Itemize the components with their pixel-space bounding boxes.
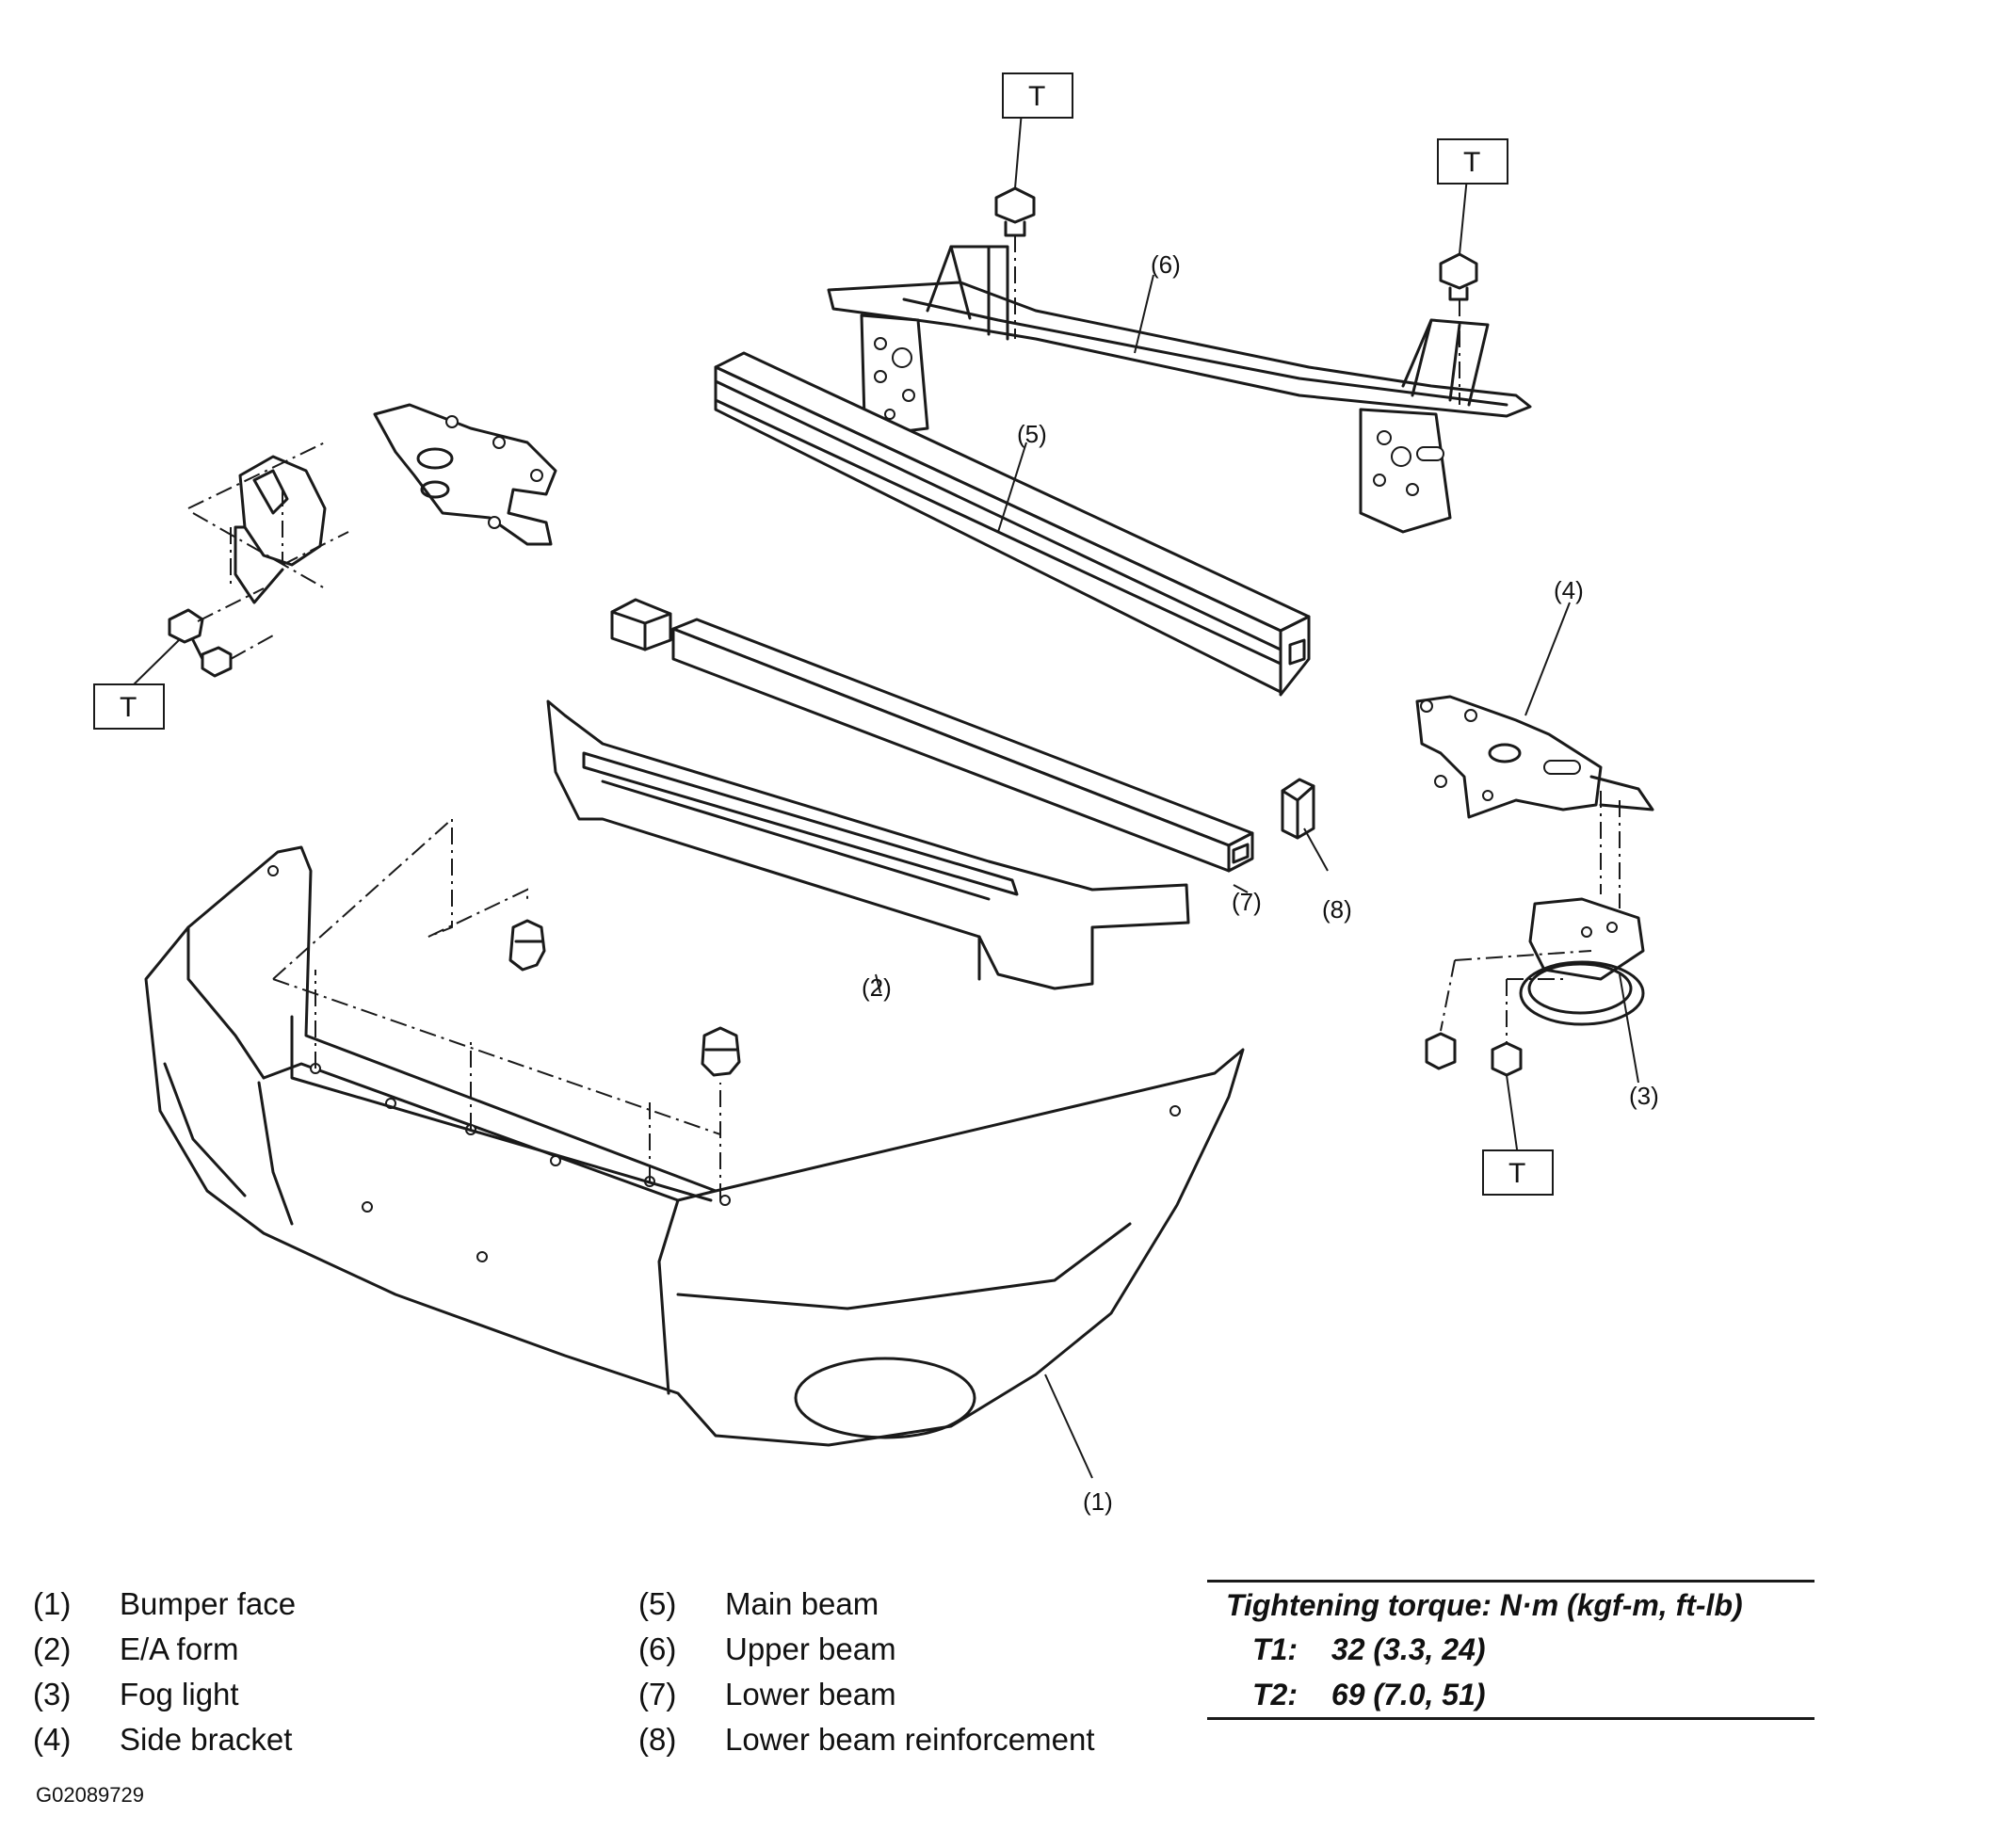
legend-number: (7) [638, 1677, 677, 1711]
lower-beam [610, 598, 1254, 873]
lower-beam-reinforcement [1281, 778, 1315, 840]
legend-item: (6) Upper beam [638, 1627, 1095, 1672]
legend-item: (7) Lower beam [638, 1672, 1095, 1717]
right-fog-light [1425, 897, 1645, 1077]
legend-number: (8) [638, 1722, 677, 1757]
torque-box-left: T [93, 683, 165, 730]
callout-5: (5) [1017, 420, 1047, 448]
parts-legend-left: (1) Bumper face (2) E/A form (3) Fog lig… [33, 1582, 296, 1762]
legend-label: Lower beam reinforcement [725, 1722, 1095, 1757]
parts-legend-right: (5) Main beam (6) Upper beam (7) Lower b… [638, 1582, 1095, 1762]
torque-value: 69 (7.0, 51) [1331, 1678, 1486, 1711]
torque-row: T1: 32 (3.3, 24) [1207, 1627, 1815, 1672]
callout-3: (3) [1629, 1082, 1659, 1110]
legend-label: Bumper face [120, 1586, 297, 1621]
legend-label: Main beam [725, 1586, 879, 1621]
main-beam [714, 351, 1311, 697]
legend-item: (4) Side bracket [33, 1717, 296, 1762]
torque-table: Tightening torque: N·m (kgf-m, ft-lb) T1… [1207, 1580, 1815, 1720]
legend-item: (5) Main beam [638, 1582, 1095, 1627]
torque-box-top-right: T [1437, 138, 1508, 185]
right-side-bracket [1415, 695, 1654, 908]
callout-6: (6) [1151, 250, 1181, 279]
legend-item: (2) E/A form [33, 1627, 296, 1672]
bumper-face [144, 816, 1245, 1447]
leader-lines [128, 110, 1639, 1479]
legend-label: Fog light [120, 1677, 239, 1711]
callout-2: (2) [862, 973, 892, 1002]
callout-1: (1) [1083, 1487, 1113, 1516]
legend-number: (3) [33, 1677, 72, 1711]
torque-bottom-rule [1207, 1717, 1815, 1720]
ea-form [546, 699, 1190, 990]
legend-label: Upper beam [725, 1631, 896, 1666]
callout-4: (4) [1554, 576, 1584, 604]
legend-number: (1) [33, 1586, 72, 1621]
figure-code: G02089729 [36, 1783, 144, 1807]
torque-key: T1: [1252, 1632, 1298, 1666]
left-side-bracket [373, 403, 557, 546]
svg-text:T: T [1508, 1158, 1525, 1189]
exploded-bumper-diagram: (1) (2) (3) (4) (5) (6) (7) (8) T T T T [93, 72, 1659, 1516]
left-fog-light [168, 442, 349, 678]
legend-label: Side bracket [120, 1722, 293, 1757]
legend-number: (5) [638, 1586, 677, 1621]
torque-key: T2: [1252, 1678, 1298, 1711]
torque-box-top-left: T [1002, 72, 1073, 119]
legend-item: (3) Fog light [33, 1672, 296, 1717]
torque-value: 32 (3.3, 24) [1331, 1632, 1486, 1666]
torque-title: Tightening torque: N·m (kgf-m, ft-lb) [1226, 1588, 1743, 1622]
torque-top-rule [1207, 1580, 1815, 1583]
legend-number: (6) [638, 1631, 677, 1666]
svg-text:T: T [120, 692, 137, 723]
legend-number: (4) [33, 1722, 72, 1757]
svg-text:T: T [1028, 81, 1045, 112]
torque-box-right: T [1482, 1149, 1554, 1196]
legend-item: (1) Bumper face [33, 1582, 296, 1627]
legend-label: Lower beam [725, 1677, 896, 1711]
bumper-clips [508, 919, 741, 1077]
legend-number: (2) [33, 1631, 72, 1666]
callout-7: (7) [1232, 888, 1262, 916]
legend-item: (8) Lower beam reinforcement [638, 1717, 1095, 1762]
torque-row: T2: 69 (7.0, 51) [1207, 1672, 1815, 1717]
svg-text:T: T [1463, 147, 1480, 178]
callout-8: (8) [1322, 895, 1352, 924]
legend-label: E/A form [120, 1631, 239, 1666]
upper-beam-bolts [994, 186, 1478, 405]
